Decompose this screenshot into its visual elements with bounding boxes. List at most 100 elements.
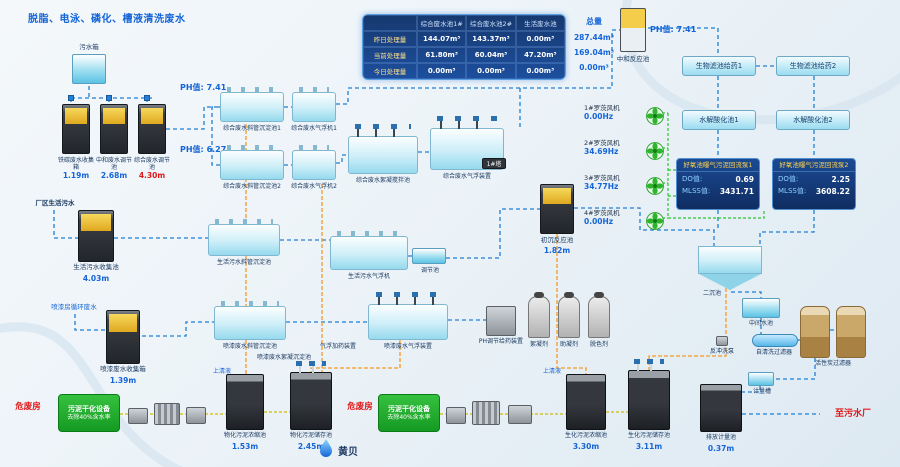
level-value: 4.03m <box>82 274 110 283</box>
mixed-daf-unit-2 <box>292 145 336 180</box>
ph-value: 7.41 <box>206 83 227 92</box>
tank-label: 物化污泥浓缩池 <box>223 432 266 439</box>
carbon-filter-1 <box>800 306 830 358</box>
total-value: 0.00m³ <box>579 63 609 72</box>
tank-label: 生活污水收集池 <box>73 263 119 271</box>
unit-label: PH调节给药装置 <box>478 338 524 345</box>
table-cell: 143.37m³ <box>466 31 516 47</box>
panel-title: 好氧池曝气污泥回流泵2 <box>773 159 855 172</box>
regulating-tank <box>412 248 446 264</box>
mixed-wastewater-adjust-tank <box>138 104 166 154</box>
hazard-room-label: 危废房 <box>347 402 373 412</box>
meter-label: 计量槽 <box>752 388 771 395</box>
unit-label: 综合废水气浮机1 <box>291 125 337 132</box>
carbon-label: 活性炭过滤器 <box>814 360 851 367</box>
roots-blower-1: 1#罗茨风机 0.00Hz <box>584 104 664 134</box>
level-value: 3.11m <box>635 442 663 451</box>
fan-icon[interactable] <box>646 212 664 230</box>
filter-press-machine <box>472 401 500 425</box>
ph-value: 6.27 <box>206 145 227 154</box>
mixed-sedimentation-unit-1 <box>220 87 284 122</box>
fan-icon[interactable] <box>646 177 664 195</box>
table-cell: 61.80m³ <box>417 47 467 63</box>
paint-sedimentation-unit <box>214 301 286 340</box>
neutralization-tank <box>620 8 646 52</box>
level-value: 1.39m <box>109 376 137 385</box>
mixed-daf-unit-1 <box>292 87 336 122</box>
do-label: DO值: <box>778 175 799 183</box>
neutralization-tank-label: 中和反应池 <box>616 55 650 63</box>
mixed-sedimentation-unit-2 <box>220 145 284 180</box>
unit-label: 气浮加药装置 <box>319 343 356 350</box>
filter-press-machine <box>154 403 180 425</box>
paint-feed-label: 喷漆房循环废水 <box>51 303 97 311</box>
discharge-metering-tank <box>700 384 742 432</box>
backwash-pump-icon <box>716 336 728 346</box>
domestic-daf-unit <box>330 231 408 270</box>
level-value: 3.30m <box>572 442 600 451</box>
level-value: 0.37m <box>707 444 735 453</box>
filter-label: 自清洗过滤器 <box>755 349 792 356</box>
to-sewage-plant-label: 至污水厂 <box>834 409 871 419</box>
ph-label: PH值: <box>650 25 674 34</box>
clarifier-hopper <box>699 274 761 290</box>
table-cell: 60.04m³ <box>466 47 516 63</box>
sludge-dryer-box: 污泥干化设备 去除40%含水率 <box>378 394 440 432</box>
level-value: 1.19m <box>62 171 90 180</box>
unit-label: 综合废水絮凝搅拌池 <box>355 177 410 184</box>
bio-sludge-storage <box>628 359 670 430</box>
tank-label: 铁碳废水收集箱 <box>57 157 94 171</box>
level-value: 2.45m <box>297 442 325 451</box>
hydrolysis-tank-2: 水解酸化池2 <box>776 110 850 130</box>
fan-icon[interactable] <box>646 142 664 160</box>
total-value: 169.04m³ <box>573 48 615 57</box>
physchem-sludge-storage <box>290 361 332 430</box>
ph-value: 7.41 <box>676 25 697 34</box>
chemical-label: 助凝剂 <box>559 341 578 348</box>
valve-icon <box>68 95 74 101</box>
throughput-table: 综合废水池1# 综合废水池2# 生活废水池 昨日处理量 144.07m³ 143… <box>362 14 566 80</box>
unit-label: 生活污水斜管沉淀池 <box>216 259 271 266</box>
backwash-label: 反冲洗泵 <box>709 348 734 355</box>
unit-label: 综合废水气浮机2 <box>291 183 337 190</box>
tank-label: 综合废水调节池 <box>133 157 170 171</box>
level-value: 1.82m <box>543 246 571 255</box>
biofilter-dosing-1: 生物滤池给药1 <box>682 56 756 76</box>
do-label: DO值: <box>682 175 703 183</box>
table-cell: 0.00m³ <box>417 63 467 79</box>
unit-label: 综合废水斜管沉淀池1 <box>223 125 281 132</box>
table-cell: 0.00m³ <box>515 63 565 79</box>
paint-wastewater-collection-tank <box>106 310 140 364</box>
tower-badge: 1#塔 <box>482 158 506 169</box>
table-col-header: 综合废水池2# <box>466 15 516 31</box>
fan-label: 2#罗茨风机 <box>584 139 620 147</box>
metering-trough <box>748 372 774 386</box>
fan-frequency: 0.00Hz <box>584 217 614 226</box>
unit-label: 喷漆废水絮凝沉淀池 <box>256 354 311 361</box>
total-value: 287.44m³ <box>573 33 615 42</box>
primary-reaction-tank <box>540 184 574 234</box>
main-water-pipes <box>53 27 836 415</box>
flocculation-mixing-tank <box>348 124 418 174</box>
do-value: 2.25 <box>831 174 850 184</box>
ph-label: PH值: <box>180 83 204 92</box>
biofilter-dosing-2: 生物滤池给药2 <box>776 56 850 76</box>
unit-label: 综合废水斜管沉淀池2 <box>223 183 281 190</box>
table-cell: 0.00m³ <box>515 31 565 47</box>
decolorant-cylinder <box>588 292 610 338</box>
fan-frequency: 34.77Hz <box>584 182 619 191</box>
flocculant-cylinder <box>528 292 550 338</box>
hazard-room-label: 危废房 <box>15 402 41 412</box>
mlss-label: MLSS值: <box>682 187 711 195</box>
ph-dosing-machine <box>486 306 516 336</box>
table-cell: 47.20m³ <box>515 47 565 63</box>
aeration-panel-2: 好氧池曝气污泥回流泵2 DO值:2.25 MLSS值:3608.22 <box>772 158 856 210</box>
sludge-dryer-box: 污泥干化设备 去除40%含水率 <box>58 394 120 432</box>
dryer-line-2: 去除40%含水率 <box>387 413 431 421</box>
fan-icon[interactable] <box>646 107 664 125</box>
unit-label: 调节池 <box>420 267 439 274</box>
tank-label: 物化污泥储存池 <box>289 432 332 439</box>
pump-machine <box>128 408 148 424</box>
neutralize-adjust-tank <box>100 104 128 154</box>
